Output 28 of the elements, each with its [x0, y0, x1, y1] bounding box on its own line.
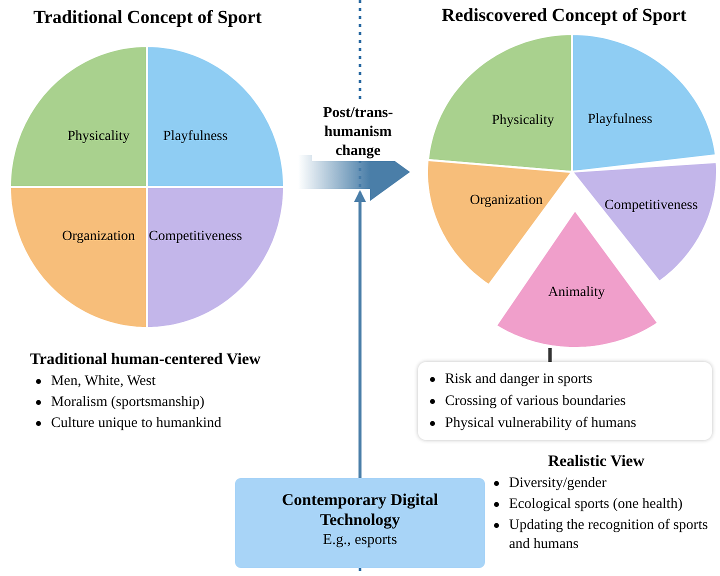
pie-chart-title: Rediscovered Concept of Sport: [440, 5, 688, 27]
segment-label: Physicality: [492, 113, 554, 130]
bullet-item: Culture unique to humankind: [51, 414, 222, 433]
callout-box: [418, 362, 712, 440]
segment-label: Competitiveness: [148, 228, 242, 245]
section-heading: Traditional human-centered View: [30, 351, 261, 369]
pie-chart-title: Traditional Concept of Sport: [32, 7, 263, 29]
bullet-item: Men, White, West: [51, 372, 156, 391]
segment-label: Physicality: [67, 129, 130, 146]
segment-label: Organization: [470, 193, 543, 210]
box-title: Contemporary Digital Technology: [280, 490, 440, 530]
segment-label: Organization: [62, 228, 135, 245]
segment-label: Playfulness: [588, 112, 652, 128]
arrow: [354, 190, 366, 478]
bullet-item: Ecological sports (one health): [509, 495, 683, 514]
segment-label: Playfulness: [163, 129, 228, 146]
section-heading: Realistic View: [548, 453, 644, 471]
segment-label: Animality: [548, 284, 605, 301]
bullet-item: Crossing of various boundaries: [445, 392, 626, 411]
connector-line: [548, 348, 552, 362]
bullet-item: Diversity/gender: [509, 474, 606, 493]
bullet-item: Updating the recognition of sports and humans: [509, 516, 709, 554]
box-subtitle: E.g., esports: [322, 531, 398, 550]
bullet-item: Physical vulnerability of humans: [445, 414, 636, 433]
bullet-item: Moralism (sportsmanship): [51, 393, 204, 412]
technology-box: [235, 478, 485, 568]
segment-label: Competitiveness: [604, 198, 698, 214]
bullet-item: Risk and danger in sports: [445, 370, 592, 389]
